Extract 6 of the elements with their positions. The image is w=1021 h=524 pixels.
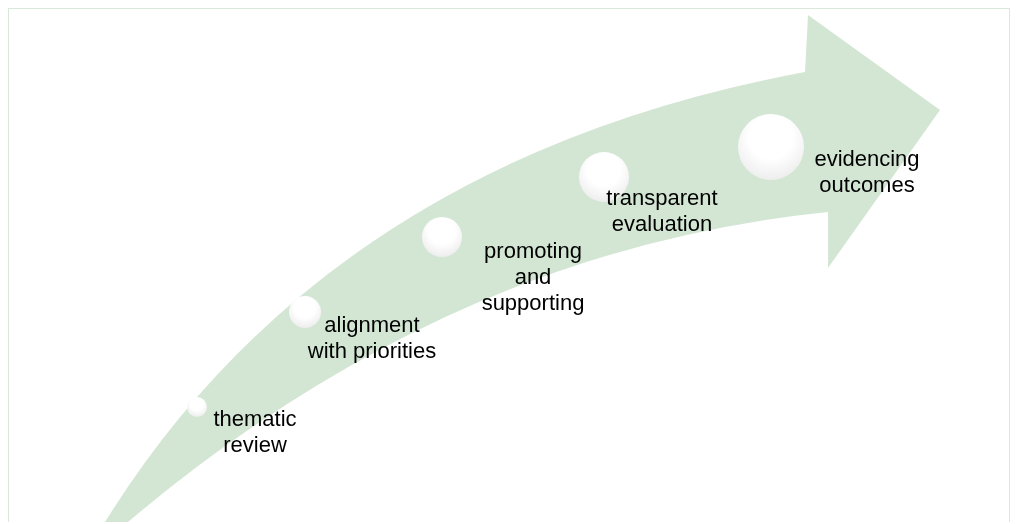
step-label: alignment with priorities xyxy=(307,312,437,364)
step-label: thematic review xyxy=(212,406,298,458)
step-label: evidencing outcomes xyxy=(813,146,921,198)
step-label: transparent evaluation xyxy=(605,185,719,237)
step-label: promoting and supporting xyxy=(480,238,586,316)
circle-marker xyxy=(187,397,207,417)
